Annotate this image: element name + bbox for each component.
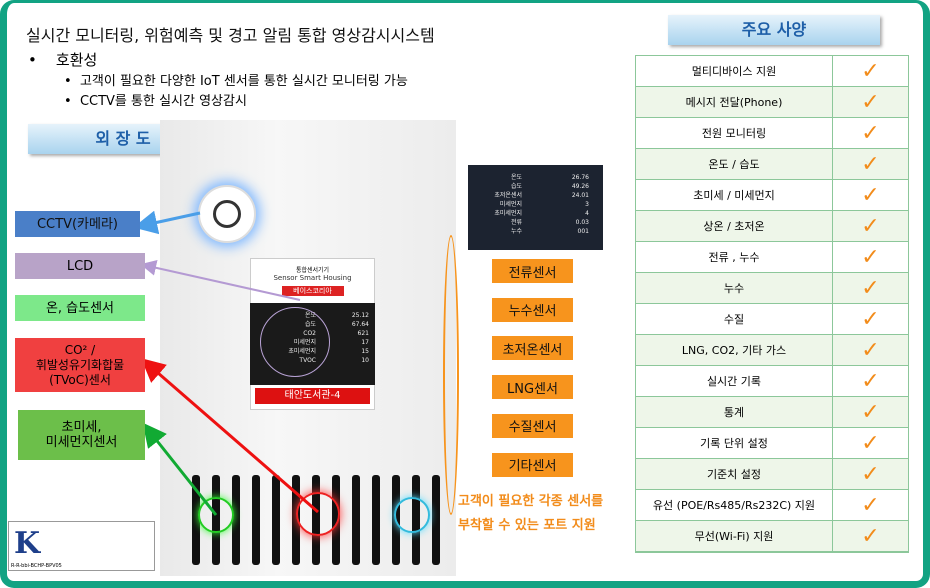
check-icon: ✓ [861,337,880,363]
label-temp-humidity: 온, 습도센서 [15,295,145,321]
sensor-port-green [198,497,234,533]
check-icon: ✓ [861,244,880,270]
vent-slot [372,475,380,565]
spec-name: 무선(Wi-Fi) 지원 [636,521,833,551]
spec-row: 무선(Wi-Fi) 지원 ✓ [636,521,908,552]
kc-label: K R-R-bbi-BCHP-BPV05 [8,521,155,571]
spec-name: 온도 / 습도 [636,149,833,179]
sensor-label: 초저온센서 [492,336,573,361]
spec-row: 유선 (POE/Rs485/Rs232C) 지원 ✓ [636,490,908,521]
spec-row: 메시지 전달(Phone) ✓ [636,87,908,118]
spec-name: 기준치 설정 [636,459,833,489]
spec-row: 수질 ✓ [636,304,908,335]
spec-row: 기준치 설정 ✓ [636,459,908,490]
vent-slot [352,475,360,565]
spec-row: 전류 , 누수 ✓ [636,242,908,273]
sensor-label: 누수센서 [492,297,573,322]
check-icon: ✓ [861,58,880,84]
spec-name: 유선 (POE/Rs485/Rs232C) 지원 [636,490,833,520]
spec-name: 전류 , 누수 [636,242,833,272]
spec-name: 누수 [636,273,833,303]
spec-name: 기록 단위 설정 [636,428,833,458]
vent-slot [232,475,240,565]
check-icon: ✓ [861,430,880,456]
spec-row: 전원 모니터링 ✓ [636,118,908,149]
spec-name: 초미세 / 미세먼지 [636,180,833,210]
check-icon: ✓ [861,182,880,208]
spec-header: 주요 사양 [668,15,880,45]
spec-row: LNG, CO2, 기타 가스 ✓ [636,335,908,366]
name-plate: 태안도서관-4 [255,388,370,404]
spec-row: 통계 ✓ [636,397,908,428]
check-icon: ✓ [861,213,880,239]
check-icon: ✓ [861,89,880,115]
vent-slot [432,475,440,565]
label-lcd: LCD [15,253,145,279]
sensor-port-blue [394,497,430,533]
vent-slot [272,475,280,565]
spec-name: 멀티디바이스 지원 [636,56,833,86]
spec-row: 멀티디바이스 지원 ✓ [636,56,908,87]
vent-slot [252,475,260,565]
label-dust: 초미세, 미세먼지센서 [18,410,145,460]
check-icon: ✓ [861,151,880,177]
check-icon: ✓ [861,523,880,549]
spec-name: 전원 모니터링 [636,118,833,148]
check-icon: ✓ [861,306,880,332]
spec-row: 상온 / 초저온 ✓ [636,211,908,242]
spec-row: 누수 ✓ [636,273,908,304]
spec-table: 멀티디바이스 지원 ✓ 메시지 전달(Phone) ✓ 전원 모니터링 ✓ 온도 / 습도 ✓… [635,55,909,553]
spec-name: 메시지 전달(Phone) [636,87,833,117]
camera [198,185,256,243]
check-icon: ✓ [861,120,880,146]
port-highlight [443,235,459,515]
spec-row: 초미세 / 미세먼지 ✓ [636,180,908,211]
check-icon: ✓ [861,275,880,301]
check-icon: ✓ [861,368,880,394]
check-icon: ✓ [861,492,880,518]
spec-name: 실시간 기록 [636,366,833,396]
spec-row: 온도 / 습도 ✓ [636,149,908,180]
label-co2-tvoc: CO² / 휘발성유기화합물 (TVoC)센서 [15,338,145,392]
page-title: 실시간 모니터링, 위험예측 및 경고 알림 통합 영상감시시스템 [26,26,435,45]
sub-bullet: • CCTV를 통한 실시간 영상감시 [64,94,247,109]
sensor-label: LNG센서 [492,375,573,400]
spec-name: 통계 [636,397,833,427]
label-cctv: CCTV(카메라) [15,211,140,237]
sensor-port-red [296,492,340,536]
spec-name: 수질 [636,304,833,334]
check-icon: ✓ [861,461,880,487]
spec-row: 실시간 기록 ✓ [636,366,908,397]
vent-slot [192,475,200,565]
kc-logo: K [14,526,41,561]
sensor-label: 수질센서 [492,413,573,438]
sensor-label: 전류센서 [492,259,573,283]
spec-name: LNG, CO2, 기타 가스 [636,335,833,365]
sub-bullet: • 고객이 필요한 다양한 IoT 센서를 통한 실시간 모니터링 가능 [64,74,408,89]
check-icon: ✓ [861,399,880,425]
spec-name: 상온 / 초저온 [636,211,833,241]
sensor-label: 기타센서 [492,452,573,477]
spec-row: 기록 단위 설정 ✓ [636,428,908,459]
bullet: • 호환성 [28,51,98,69]
